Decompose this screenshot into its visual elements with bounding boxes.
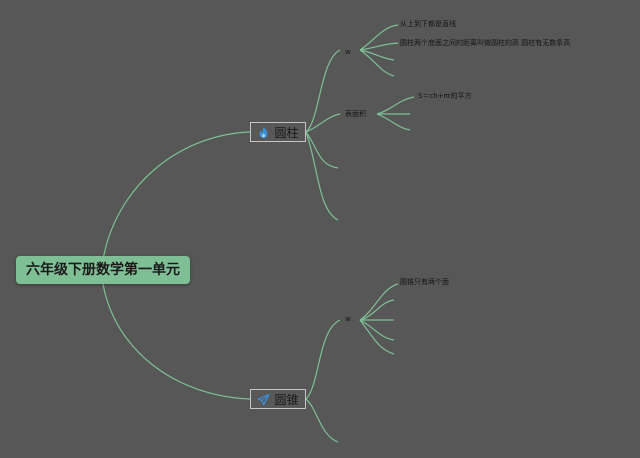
branch-w1-empty-1 (359, 49, 395, 61)
branch-surface-empty-2 (376, 113, 411, 131)
branch-cylinder-w (305, 49, 341, 133)
topic-cone[interactable]: 圆锥 (250, 389, 306, 409)
subtopic-cone-w[interactable]: w (345, 315, 351, 323)
branch-root-cone (102, 283, 251, 400)
branch-cylinder-empty-2 (305, 131, 339, 221)
branch-cylinder-empty-1 (305, 131, 339, 169)
branch-cone-empty (305, 398, 339, 443)
paper-plane-icon (257, 393, 271, 406)
branch-w1-empty-2 (359, 49, 395, 77)
branch-cone-w (305, 319, 341, 400)
branch-w2-empty-1 (359, 299, 395, 321)
branch-w2-empty-3 (359, 319, 395, 341)
root-topic[interactable]: 六年级下册数学第一单元 (16, 256, 190, 284)
branch-cylinder-surface (305, 113, 341, 133)
branch-w2-empty-4 (359, 319, 395, 355)
leaf-surface-formula[interactable]: S＝ch+πr的平方 (418, 92, 472, 100)
flame-icon (257, 126, 270, 139)
topic-cylinder-label: 圆柱 (274, 125, 299, 140)
leaf-cone-1[interactable]: 圆锥只有两个面 (400, 278, 449, 286)
branch-root-cylinder (102, 131, 251, 261)
subtopic-cylinder-w[interactable]: w (345, 48, 351, 56)
branch-w1-leaf1 (359, 24, 399, 51)
branch-w1-leaf2 (359, 42, 399, 51)
leaf-cylinder-1[interactable]: 从上到下都是直线 (400, 20, 456, 28)
subtopic-cylinder-surface[interactable]: 表面积 (345, 110, 366, 118)
branch-surface-leaf (376, 96, 415, 115)
topic-cone-label: 圆锥 (274, 392, 299, 407)
leaf-cylinder-2[interactable]: 圆柱两个底面之间的距离叫做圆柱的高 圆柱有无数条高 (400, 39, 571, 47)
branch-w2-leaf (359, 283, 399, 321)
topic-cylinder[interactable]: 圆柱 (250, 122, 306, 142)
